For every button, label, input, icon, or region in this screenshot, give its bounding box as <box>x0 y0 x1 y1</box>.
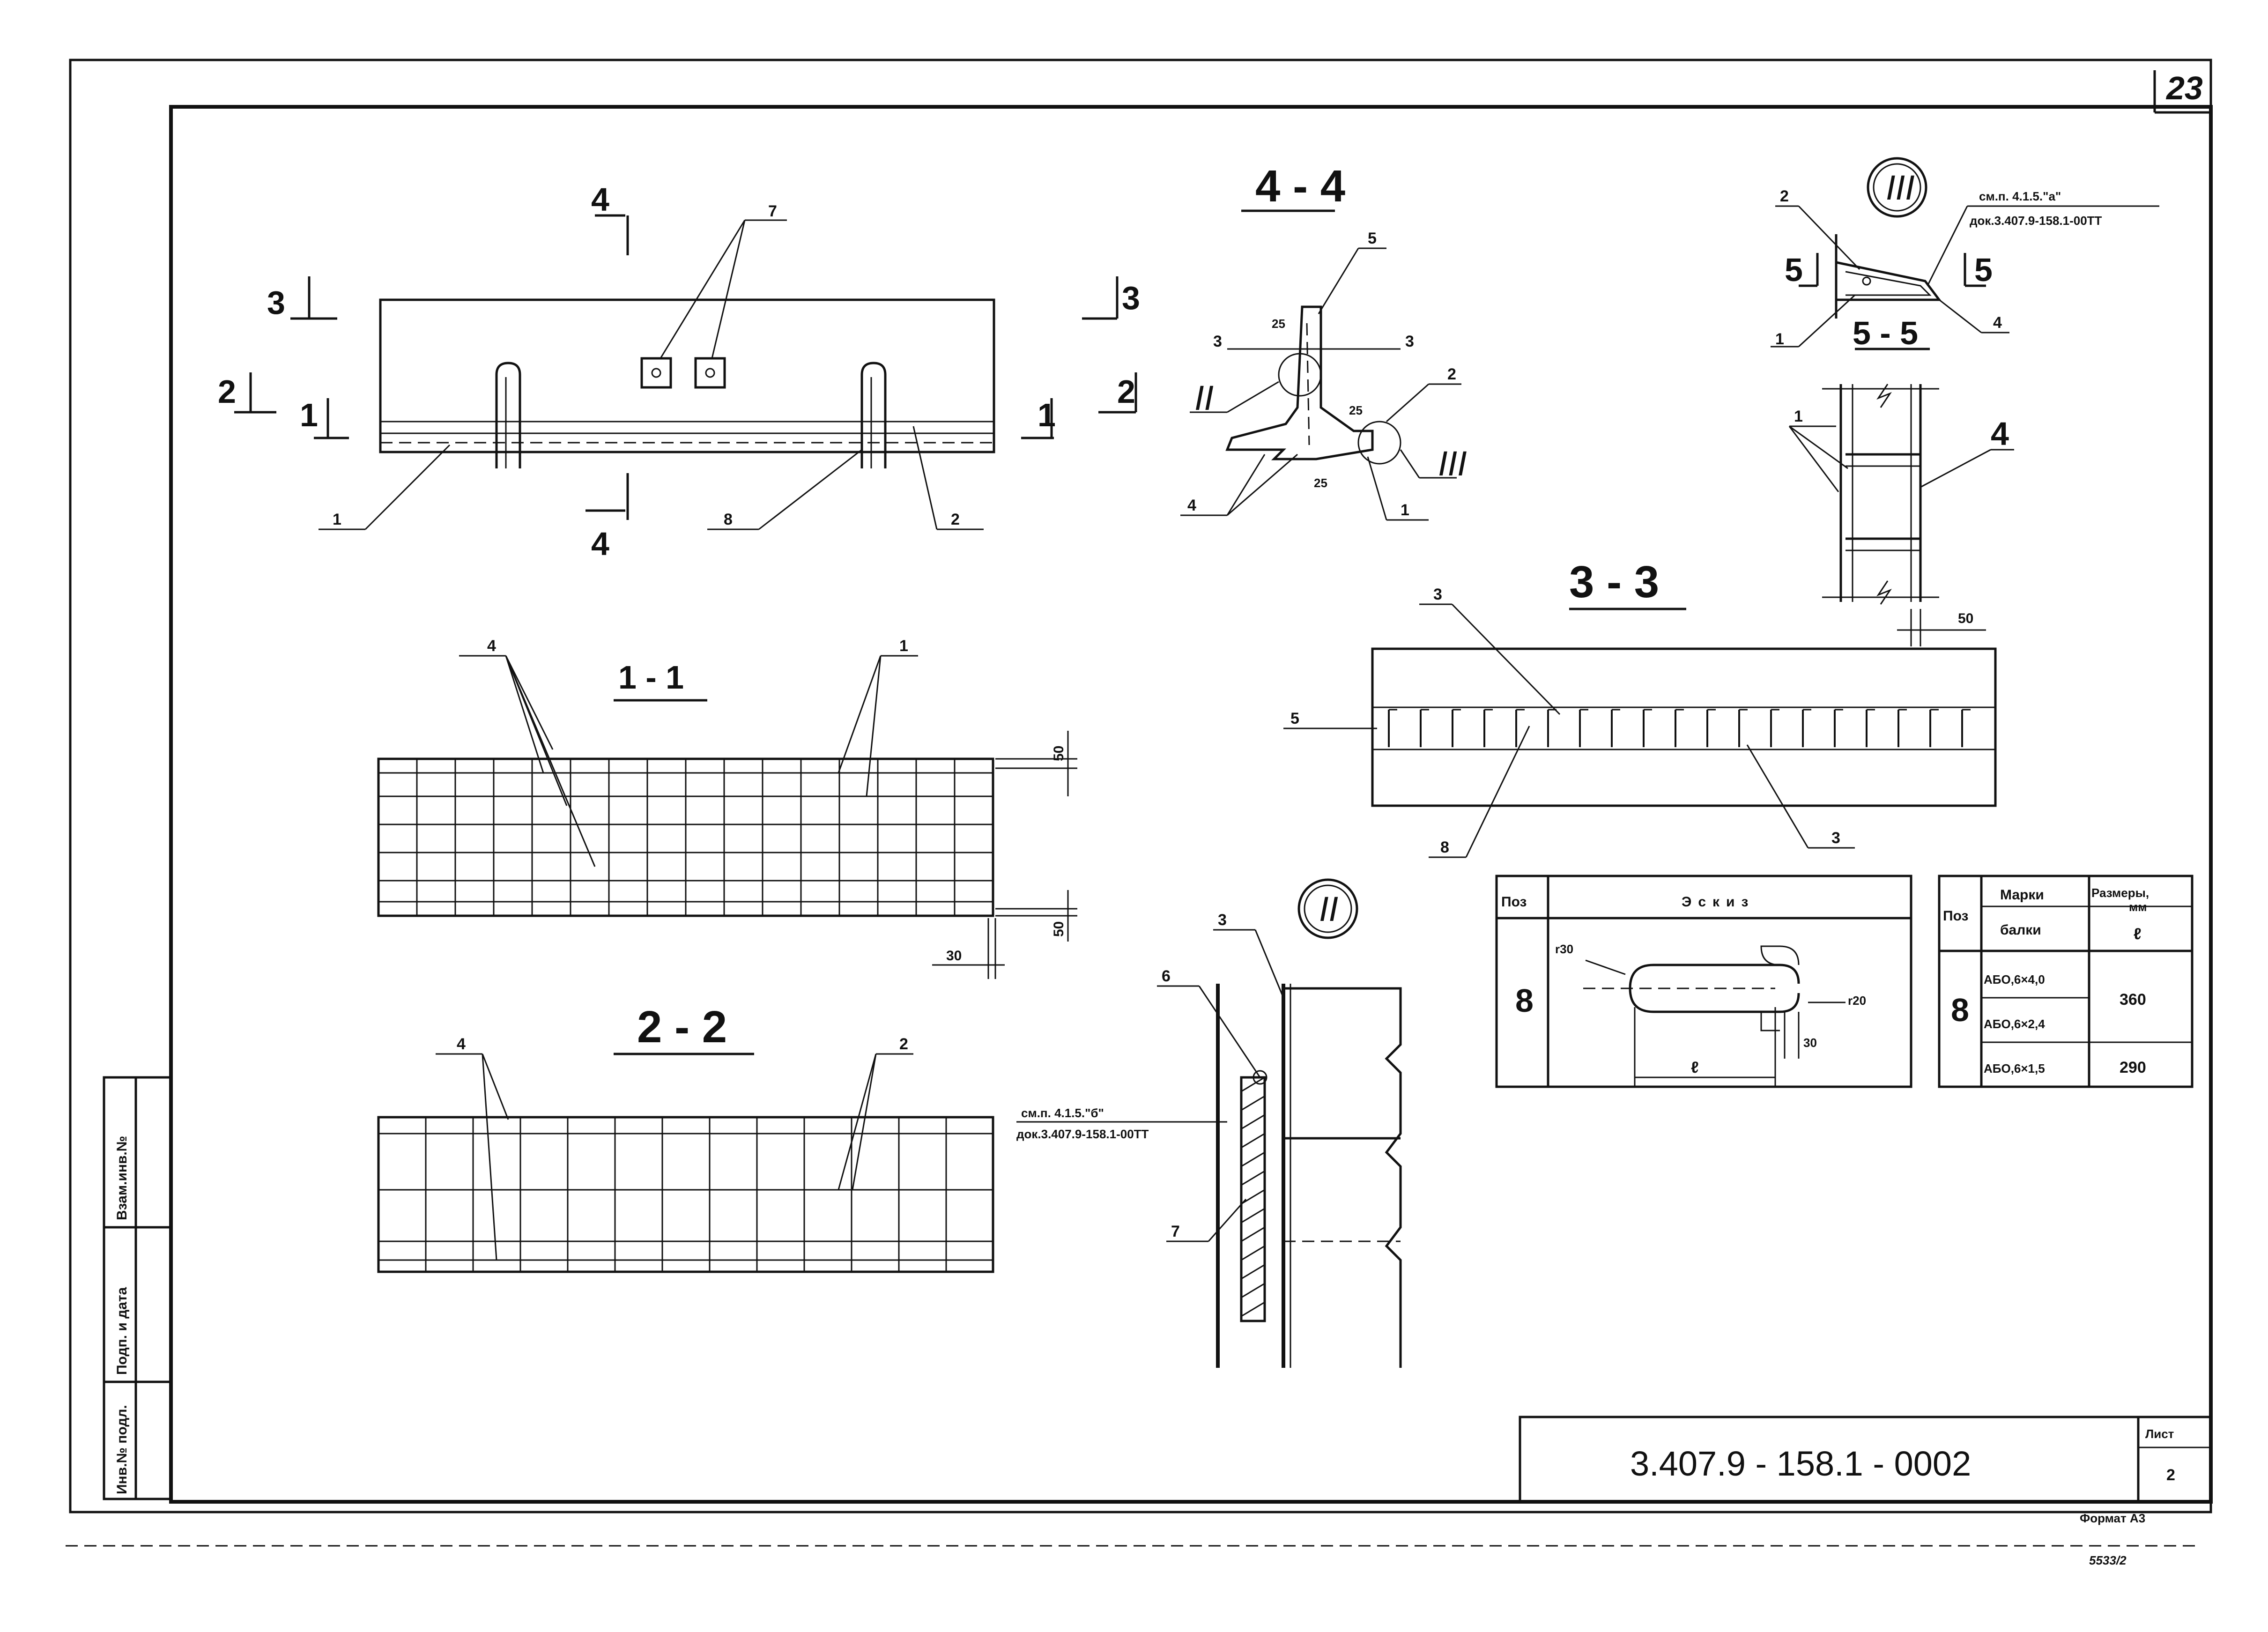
section-4-4-node-3: III <box>1438 444 1467 483</box>
section-4-4-node-2: II <box>1194 378 1214 417</box>
section-5-5-title: 5 - 5 <box>1853 315 1918 351</box>
node-2-marker: II <box>1319 890 1338 928</box>
stamp-inv-number: Инв.№ подл. <box>114 1405 130 1494</box>
beam-table-size-360: 360 <box>2120 991 2146 1009</box>
section-4-4-dim-a: 25 <box>1272 317 1285 331</box>
section-1-1-title: 1 - 1 <box>618 659 684 696</box>
stamp-replacement-inv: Взам.инв.№ <box>114 1136 130 1220</box>
node-2-ref-line2: док.3.407.9-158.1-00ТТ <box>1016 1127 1149 1141</box>
main-view <box>234 214 1137 530</box>
sketch-table-header-pos: Поз <box>1501 894 1527 910</box>
beam-table-header-sizes-2: мм <box>2129 900 2147 914</box>
section-4-4-label-5: 5 <box>1368 230 1377 247</box>
sketch-table-pos: 8 <box>1515 982 1534 1019</box>
cut-mark-4-bottom: 4 <box>591 526 609 562</box>
beam-table-header-marks-2: балки <box>2000 922 2041 938</box>
section-4-4-label-3a: 3 <box>1213 333 1222 350</box>
node-3-marker: III <box>1886 168 1915 207</box>
section-1-1-dim-50-top: 50 <box>1051 746 1067 761</box>
section-4-4-label-2: 2 <box>1447 365 1456 383</box>
beam-table-mark-3: АБО,6×1,5 <box>1984 1061 2045 1076</box>
sketch-table <box>1495 875 1912 1088</box>
section-3-3-title: 3 - 3 <box>1569 557 1659 607</box>
beam-table-mark-2: АБО,6×2,4 <box>1984 1017 2045 1031</box>
cut-mark-1-right: 1 <box>1038 397 1056 433</box>
section-2-2 <box>377 1053 994 1273</box>
section-4-4-dim-c: 25 <box>1314 476 1327 490</box>
sketch-table-header-sketch: Эскиз <box>1682 894 1755 910</box>
position-label-2: 2 <box>951 511 960 528</box>
section-1-1 <box>377 655 1077 979</box>
node-2-label-7: 7 <box>1171 1223 1180 1240</box>
section-3-3-label-8: 8 <box>1440 838 1449 856</box>
section-4-4 <box>1180 209 1461 521</box>
beam-table-pos: 8 <box>1951 992 1969 1028</box>
position-label-8: 8 <box>724 511 733 528</box>
sketch-table-r30: r30 <box>1555 942 1573 956</box>
section-4-4-label-4: 4 <box>1187 497 1196 514</box>
beam-table-size-290: 290 <box>2120 1059 2146 1076</box>
node-2 <box>1016 878 1402 1368</box>
cut-mark-1-left: 1 <box>300 397 318 433</box>
node-3-ref-line2: док.3.407.9-158.1-00ТТ <box>1970 214 2102 228</box>
section-3-3-label-3a: 3 <box>1433 586 1442 603</box>
section-3-3 <box>1283 603 1997 858</box>
section-5-5-label-1: 1 <box>1794 408 1803 425</box>
section-2-2-label-4: 4 <box>457 1035 466 1053</box>
node-3-label-4: 4 <box>1993 314 2002 332</box>
sheet-number: 2 <box>2166 1466 2175 1484</box>
section-1-1-label-1: 1 <box>899 637 908 655</box>
section-4-4-title: 4 - 4 <box>1255 161 1345 211</box>
sheet-label: Лист <box>2145 1427 2174 1441</box>
node-3-label-2: 2 <box>1780 187 1789 205</box>
node-2-label-3: 3 <box>1218 911 1227 929</box>
position-label-1: 1 <box>333 511 341 528</box>
section-4-4-label-1: 1 <box>1401 501 1409 519</box>
cut-mark-2-right: 2 <box>1117 373 1135 410</box>
document-code: 3.407.9 - 158.1 - 0002 <box>1630 1444 1971 1483</box>
section-5-5-label-4: 4 <box>1991 415 2009 452</box>
stamp-signature-date: Подп. и дата <box>114 1287 130 1375</box>
node-3-ref-line1: см.п. 4.1.5."а" <box>1979 189 2061 203</box>
section-2-2-label-2: 2 <box>899 1035 908 1053</box>
section-3-3-label-3b: 3 <box>1831 829 1840 847</box>
sketch-table-dim-l: ℓ <box>1691 1059 1699 1076</box>
beam-sizes-table <box>1938 875 2194 1088</box>
section-3-3-label-5: 5 <box>1290 710 1299 727</box>
section-5-5-dim-50: 50 <box>1958 611 1973 626</box>
beam-table-header-marks-1: Марки <box>2000 887 2044 903</box>
sketch-table-r20: r20 <box>1848 994 1866 1008</box>
beam-table-mark-1: АБО,6×4,0 <box>1984 972 2045 987</box>
beam-table-header-l: ℓ <box>2134 925 2142 943</box>
title-block <box>1519 1416 2212 1503</box>
node-3-cut-left: 5 <box>1785 252 1803 288</box>
beam-table-header-pos: Поз <box>1943 908 1968 924</box>
sketch-table-dim-30: 30 <box>1803 1036 1817 1050</box>
node-3 <box>1771 157 2159 348</box>
beam-table-header-sizes-1: Размеры, <box>2091 886 2149 900</box>
section-2-2-title: 2 - 2 <box>637 1002 727 1052</box>
cut-mark-4-top: 4 <box>591 181 609 218</box>
section-4-4-dim-b: 25 <box>1349 403 1363 417</box>
cut-mark-3-right: 3 <box>1122 280 1140 316</box>
position-label-7: 7 <box>768 202 777 220</box>
side-stamp: Инв.№ подл. Подп. и дата Взам.инв.№ <box>103 1076 172 1500</box>
section-1-1-dim-30: 30 <box>946 948 962 964</box>
section-1-1-label-4: 4 <box>487 637 496 655</box>
bottom-mark: 5533/2 <box>2089 1553 2127 1567</box>
node-3-cut-right: 5 <box>1974 252 1993 288</box>
cut-mark-3-left: 3 <box>267 284 285 321</box>
node-2-ref-line1: см.п. 4.1.5."б" <box>1021 1106 1104 1120</box>
section-4-4-label-3b: 3 <box>1405 333 1414 350</box>
node-2-label-6: 6 <box>1162 967 1171 985</box>
sheet-frame <box>66 59 2213 1547</box>
format-label: Формат А3 <box>2080 1511 2145 1525</box>
node-3-label-1: 1 <box>1775 330 1784 348</box>
section-5-5 <box>1788 348 2014 646</box>
section-1-1-dim-50-bottom: 50 <box>1051 921 1067 937</box>
page-corner-number: 23 <box>2165 70 2203 106</box>
cut-mark-2-left: 2 <box>218 373 236 410</box>
